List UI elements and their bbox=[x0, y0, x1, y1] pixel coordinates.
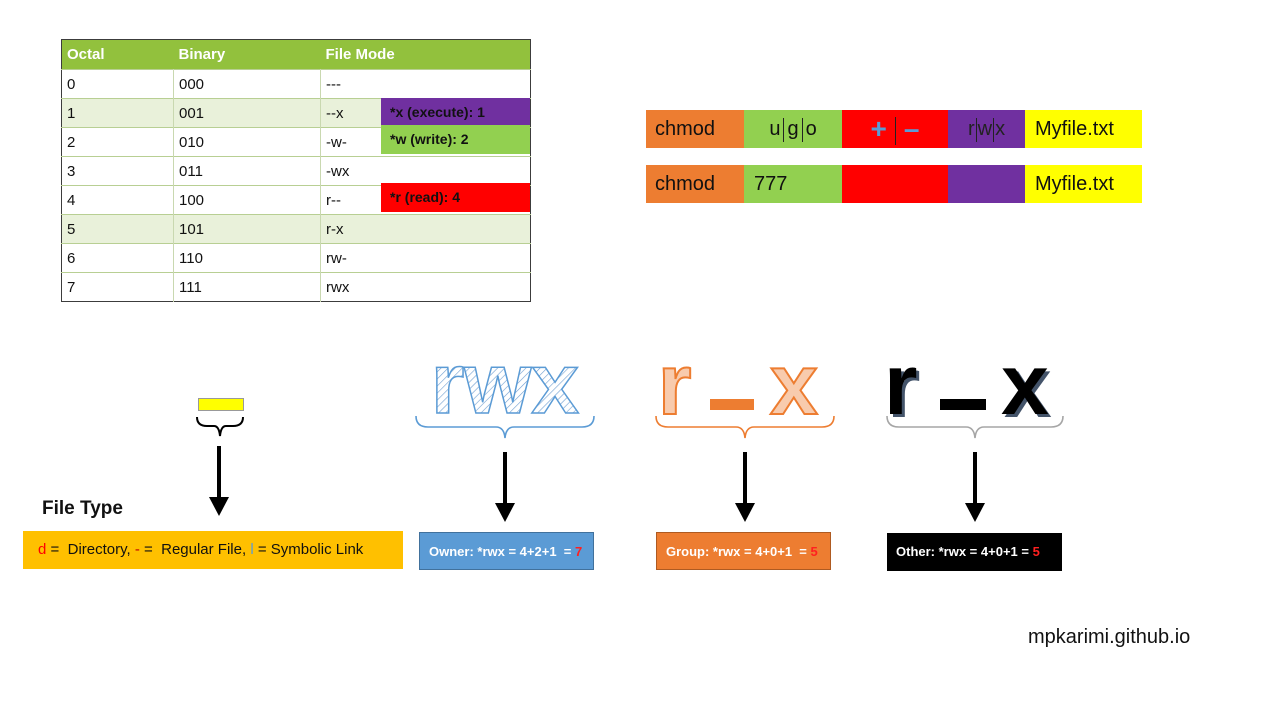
group-calc-box: Group: *rwx = 4+0+1 = 5 bbox=[656, 532, 831, 570]
group-calc-label: Group: *rwx = 4+0+1 = bbox=[666, 544, 811, 559]
mode-cell: rwx bbox=[320, 272, 531, 302]
octal-cell: 6 bbox=[61, 243, 174, 273]
octal-cell: 2 bbox=[61, 127, 174, 157]
table-header-row: Octal Binary File Mode bbox=[61, 39, 531, 70]
binary-cell: 001 bbox=[173, 98, 321, 128]
execute-tag: *x (execute): 1 bbox=[381, 98, 530, 127]
octal-cell: 1 bbox=[61, 98, 174, 128]
table-row: 3 011 -wx bbox=[61, 156, 531, 186]
mode-cell: r-x bbox=[320, 214, 531, 244]
other-brace bbox=[886, 415, 1064, 439]
separator bbox=[801, 117, 803, 142]
binary-cell: 101 bbox=[173, 214, 321, 244]
binary-cell: 111 bbox=[173, 272, 321, 302]
execute-letter: x bbox=[995, 118, 1006, 140]
symlink-symbol: l bbox=[250, 541, 254, 558]
octal-cell: 3 bbox=[61, 156, 174, 186]
write-letter: w bbox=[977, 118, 993, 140]
file-type-legend-box: d = Directory, - = Regular File, l = Sym… bbox=[23, 531, 403, 569]
chmod-command-cell: chmod bbox=[646, 110, 744, 148]
owner-brace bbox=[415, 415, 595, 439]
filename-cell: Myfile.txt bbox=[1025, 165, 1142, 203]
owner-letters: rwx bbox=[430, 340, 580, 420]
binary-cell: 010 bbox=[173, 127, 321, 157]
owner-calc-label: Owner: *rwx = 4+2+1 = bbox=[429, 544, 575, 559]
binary-cell: 011 bbox=[173, 156, 321, 186]
minus-sign: – bbox=[903, 113, 920, 144]
other-r-letter: r bbox=[884, 337, 918, 433]
binary-cell: 110 bbox=[173, 243, 321, 273]
filename-cell: Myfile.txt bbox=[1025, 110, 1142, 148]
read-letter: r bbox=[967, 118, 975, 140]
group-x-letter: x bbox=[769, 337, 819, 433]
file-type-marker bbox=[198, 398, 244, 411]
octal-cell: 0 bbox=[61, 69, 174, 99]
plus-minus-cell: +– bbox=[842, 110, 948, 148]
separator bbox=[993, 117, 995, 142]
group-r-letter: r bbox=[657, 337, 692, 433]
user-letter: u bbox=[769, 118, 781, 140]
separator bbox=[894, 116, 896, 145]
separator bbox=[783, 117, 785, 142]
arrow-head bbox=[735, 503, 755, 522]
directory-text: = Directory, bbox=[46, 541, 135, 558]
plus-sign: + bbox=[870, 113, 887, 144]
table-row: 6 110 rw- bbox=[61, 243, 531, 273]
mode-cell: rw- bbox=[320, 243, 531, 273]
group-brace bbox=[655, 415, 835, 439]
mode-cell: -wx bbox=[320, 156, 531, 186]
other-calc-label: Other: *rwx = 4+0+1 = bbox=[896, 544, 1033, 559]
other-calc-box: Other: *rwx = 4+0+1 = 5 bbox=[887, 533, 1062, 571]
other-x-letter: x bbox=[1001, 337, 1049, 433]
symlink-text: = Symbolic Link bbox=[253, 541, 364, 558]
write-tag: *w (write): 2 bbox=[381, 125, 530, 154]
arrow-head bbox=[495, 503, 515, 522]
other-letter: o bbox=[805, 118, 817, 140]
chmod-command-cell: chmod bbox=[646, 165, 744, 203]
empty-purple-cell bbox=[948, 165, 1025, 203]
group-calc-value: 5 bbox=[810, 544, 818, 559]
octal-cell: 5 bbox=[61, 214, 174, 244]
octal-mode-cell: 777 bbox=[744, 165, 842, 203]
octal-cell: 4 bbox=[61, 185, 174, 215]
other-dash bbox=[940, 399, 986, 410]
file-type-title: File Type bbox=[42, 498, 123, 519]
site-credit: mpkarimi.github.io bbox=[1028, 626, 1191, 648]
arrow-head bbox=[965, 503, 985, 522]
directory-symbol: d bbox=[38, 541, 47, 558]
read-tag: *r (read): 4 bbox=[381, 183, 530, 212]
mode-cell: --- bbox=[320, 69, 531, 99]
octal-permission-table: Octal Binary File Mode 0 000 --- 1 001 -… bbox=[61, 39, 531, 302]
other-calc-value: 5 bbox=[1032, 544, 1040, 559]
group-dash bbox=[710, 399, 754, 410]
group-letter: g bbox=[787, 118, 799, 140]
octal-cell: 7 bbox=[61, 272, 174, 302]
arrow-head bbox=[209, 497, 229, 516]
owner-calc-value: 7 bbox=[574, 544, 583, 559]
separator bbox=[975, 117, 977, 142]
column-header-octal: Octal bbox=[61, 39, 174, 70]
regular-file-text: = Regular File, bbox=[139, 541, 251, 558]
column-header-file-mode: File Mode bbox=[320, 39, 531, 70]
owner-rwx-text: rwx bbox=[431, 340, 579, 420]
table-row: 0 000 --- bbox=[61, 69, 531, 99]
empty-red-cell bbox=[842, 165, 948, 203]
binary-cell: 100 bbox=[173, 185, 321, 215]
table-row: 5 101 r-x bbox=[61, 214, 531, 244]
column-header-binary: Binary bbox=[173, 39, 321, 70]
owner-calc-box: Owner: *rwx = 4+2+1 = 7 bbox=[419, 532, 594, 570]
regular-file-symbol: - bbox=[134, 541, 140, 558]
binary-cell: 000 bbox=[173, 69, 321, 99]
file-type-brace bbox=[196, 416, 244, 437]
table-row: 7 111 rwx bbox=[61, 272, 531, 302]
